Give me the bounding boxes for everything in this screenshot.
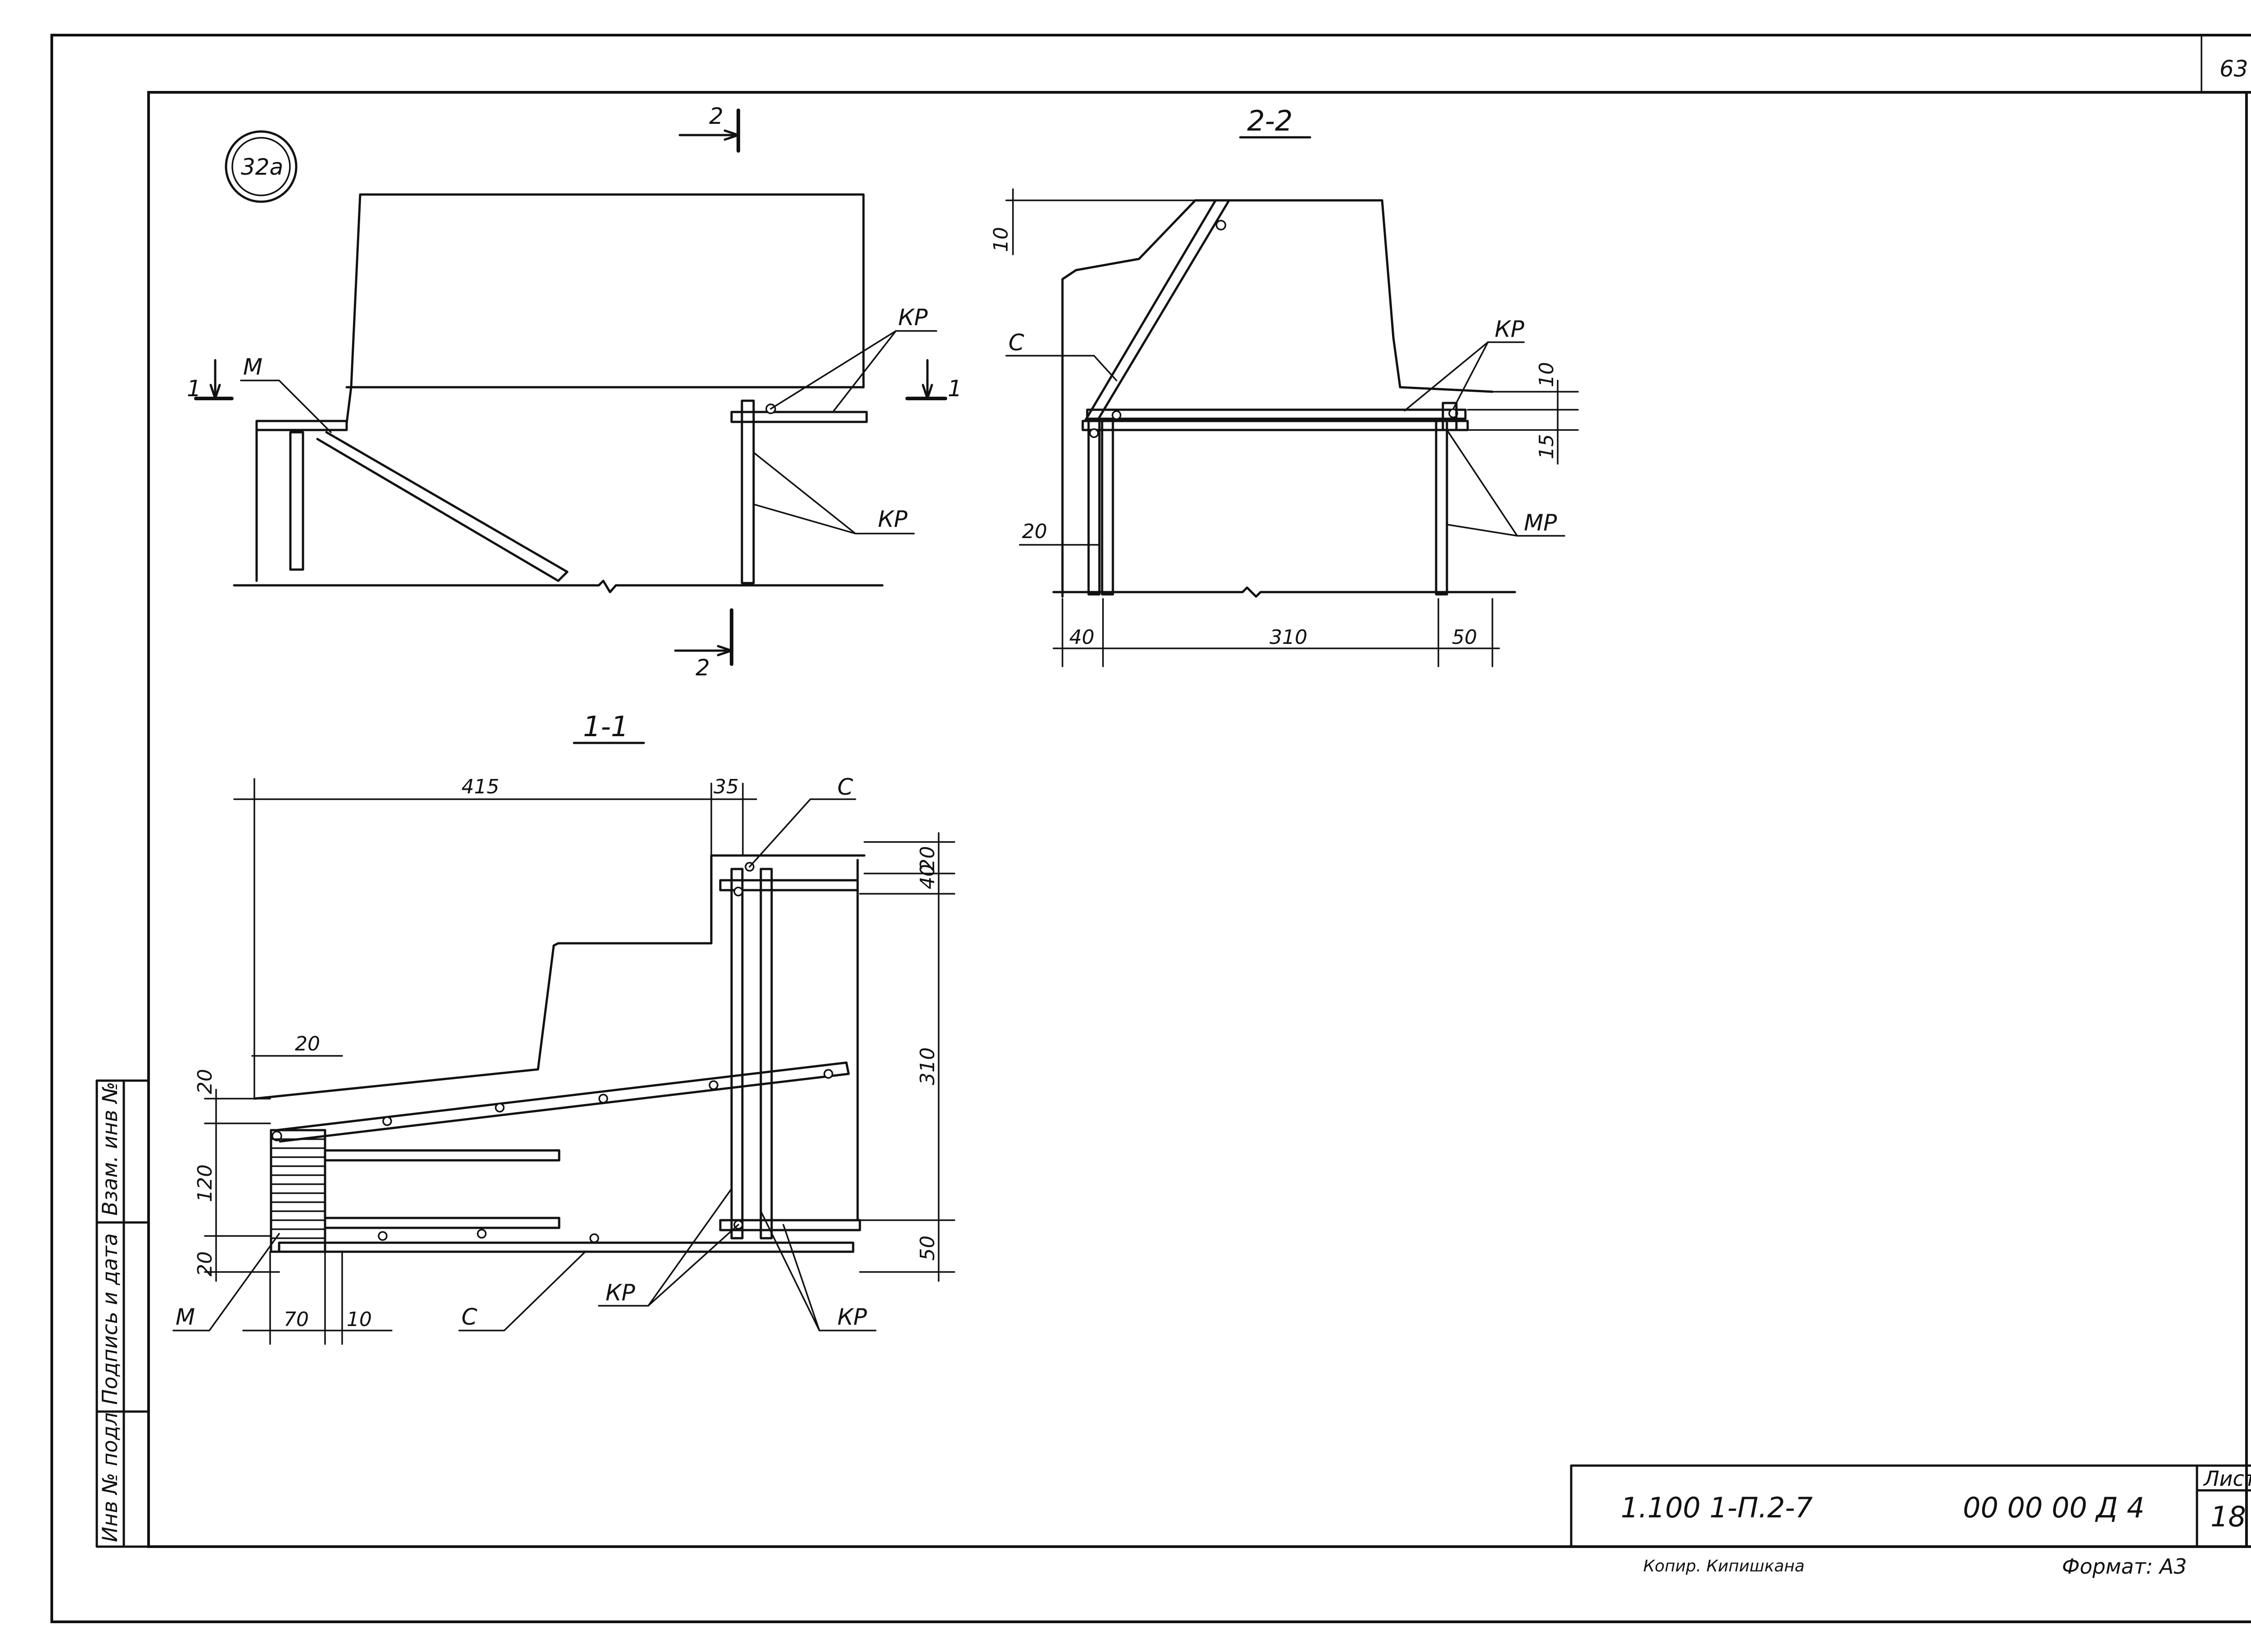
- dim-2-2-top-10: 10: [990, 227, 1012, 252]
- section-2-2-title: 2-2: [1247, 104, 1293, 137]
- dim-1-1-35: 35: [714, 775, 739, 798]
- stamp-cell-signature: Подпись и дата: [98, 1233, 122, 1405]
- label-kr-1-1-right: КР: [837, 1304, 867, 1330]
- cut-2-top-label: 2: [709, 103, 723, 129]
- label-mr-2-2: МР: [1524, 510, 1557, 536]
- label-kr-main-bottom: КР: [878, 506, 908, 532]
- label-c-2-2: С: [1008, 330, 1024, 356]
- dim-2-2-right-10: 10: [1535, 362, 1558, 387]
- dim-1-1-left-20-bottom: 20: [194, 1251, 217, 1276]
- label-kr-2-2: КР: [1495, 316, 1524, 342]
- dim-1-1-bottom-10: 10: [347, 1308, 372, 1331]
- cut-2-bottom-label: 2: [696, 655, 710, 681]
- dim-2-2-bottom-40: 40: [1069, 626, 1094, 649]
- label-c-1-1-top: С: [837, 774, 853, 800]
- dim-2-2-right-15: 15: [1535, 434, 1558, 459]
- dim-1-1-right-310: 310: [916, 1047, 939, 1085]
- dim-1-1-left-20-top: 20: [194, 1069, 217, 1094]
- dim-1-1-top-20: 20: [295, 1032, 320, 1055]
- label-kr-1-1-left: КР: [606, 1280, 635, 1306]
- cut-1-right-label: 1: [948, 376, 962, 402]
- badge-label: 32а: [241, 154, 283, 180]
- title-block: 1.100 1-П.2-7 00 00 00 Д 4 Лист 18: [1570, 1464, 2251, 1548]
- drawing-badge: 32а: [225, 130, 298, 203]
- dim-1-1-right-50: 50: [916, 1236, 939, 1261]
- document-number: 00 00 00 Д 4: [1963, 1491, 2144, 1524]
- dim-1-1-bottom-70: 70: [284, 1308, 309, 1331]
- dim-2-2-left-20: 20: [1022, 520, 1047, 543]
- side-stamp: Взам. инв № Подпись и дата Инв № подл: [95, 1079, 150, 1548]
- page-number: 63: [2219, 56, 2248, 82]
- dim-1-1-right-20: 20: [916, 846, 939, 871]
- sheet-number: 18: [2210, 1500, 2246, 1533]
- sheet-format: Формат: А3: [2062, 1554, 2187, 1579]
- stamp-cell-inventory: Инв № подл: [98, 1412, 122, 1542]
- sheet-label: Лист: [2203, 1466, 2251, 1491]
- label-c-1-1-bottom: С: [461, 1304, 477, 1330]
- stamp-cell-replace: Взам. инв №: [98, 1082, 122, 1216]
- main-view: 2 2 1 1 М КР КР: [187, 103, 962, 681]
- dim-1-1-415: 415: [461, 775, 499, 798]
- sheet-frame: [50, 34, 2251, 1623]
- section-1-1-title: 1-1: [583, 710, 628, 743]
- cut-1-left-label: 1: [187, 376, 201, 402]
- label-m-1-1: М: [176, 1304, 195, 1330]
- dim-1-1-left-120: 120: [194, 1164, 217, 1202]
- section-1-1: 1-1: [172, 710, 955, 1345]
- section-2-2: 2-2 10 10 15 20 40 310 50: [990, 104, 1579, 667]
- dim-1-1-right-40: 40: [916, 864, 939, 889]
- dim-2-2-bottom-50: 50: [1452, 626, 1477, 649]
- document-code: 1.100 1-П.2-7: [1621, 1491, 1813, 1524]
- label-kr-main-top: КР: [898, 304, 928, 330]
- copied-by: Копир. Кипишкана: [1643, 1557, 1805, 1575]
- label-m-main: М: [243, 354, 262, 380]
- dim-2-2-bottom-310: 310: [1270, 626, 1307, 649]
